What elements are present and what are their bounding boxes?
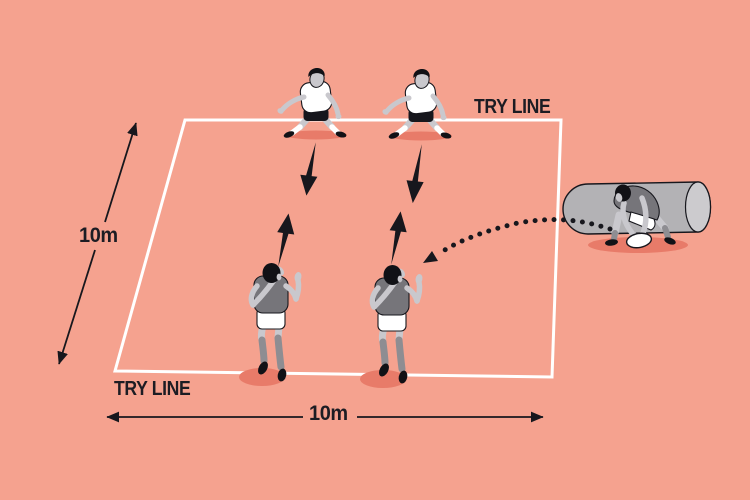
ball-feeder-icon [562, 181, 712, 253]
receiver-1-icon [239, 263, 302, 386]
rugby-ball-icon [625, 232, 653, 249]
pass-trajectory-arrow [423, 217, 613, 263]
defender-1-icon [276, 68, 347, 140]
depth-dimension-arrow [57, 122, 138, 365]
receiver-1-movement-arrow [272, 212, 298, 269]
depth-dimension-label: 10m [79, 224, 118, 247]
receiver-2-icon [360, 265, 423, 388]
defender-1-movement-arrow [297, 140, 322, 197]
playing-area-outline [113, 118, 563, 379]
receiver-2-movement-arrow [385, 210, 410, 267]
width-dimension-label: 10m [309, 402, 348, 425]
defender-2-icon [381, 69, 452, 141]
try-line-bottom-label: TRY LINE [114, 378, 191, 400]
defender-2-movement-arrow [404, 143, 428, 204]
try-line-top-label: TRY LINE [474, 96, 551, 118]
